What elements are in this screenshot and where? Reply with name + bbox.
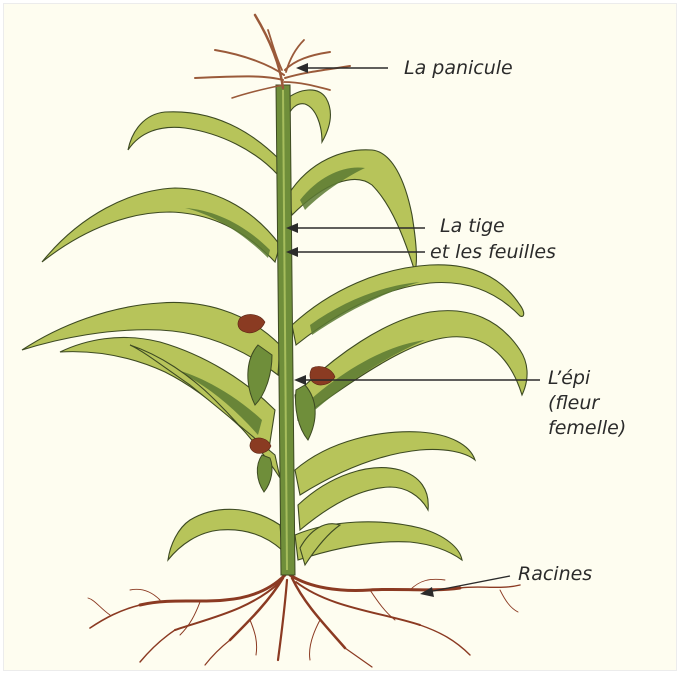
label-roots: Racines bbox=[518, 563, 592, 585]
label-panicle: La panicule bbox=[404, 57, 513, 79]
roots-illustration bbox=[88, 575, 520, 667]
panicle-illustration bbox=[195, 15, 350, 98]
panicle-arrow-head bbox=[296, 63, 308, 73]
roots-arrow-line bbox=[428, 576, 510, 592]
label-ear-line3: femelle) bbox=[548, 417, 626, 439]
stem-illustration bbox=[276, 85, 295, 575]
label-leaves: et les feuilles bbox=[430, 241, 556, 263]
label-ear-line2: (fleur bbox=[548, 392, 600, 414]
ear-arrow-head bbox=[294, 375, 306, 385]
label-ear: L’épi bbox=[548, 367, 591, 389]
label-stem: La tige bbox=[440, 215, 505, 237]
leaves-illustration bbox=[22, 90, 527, 565]
